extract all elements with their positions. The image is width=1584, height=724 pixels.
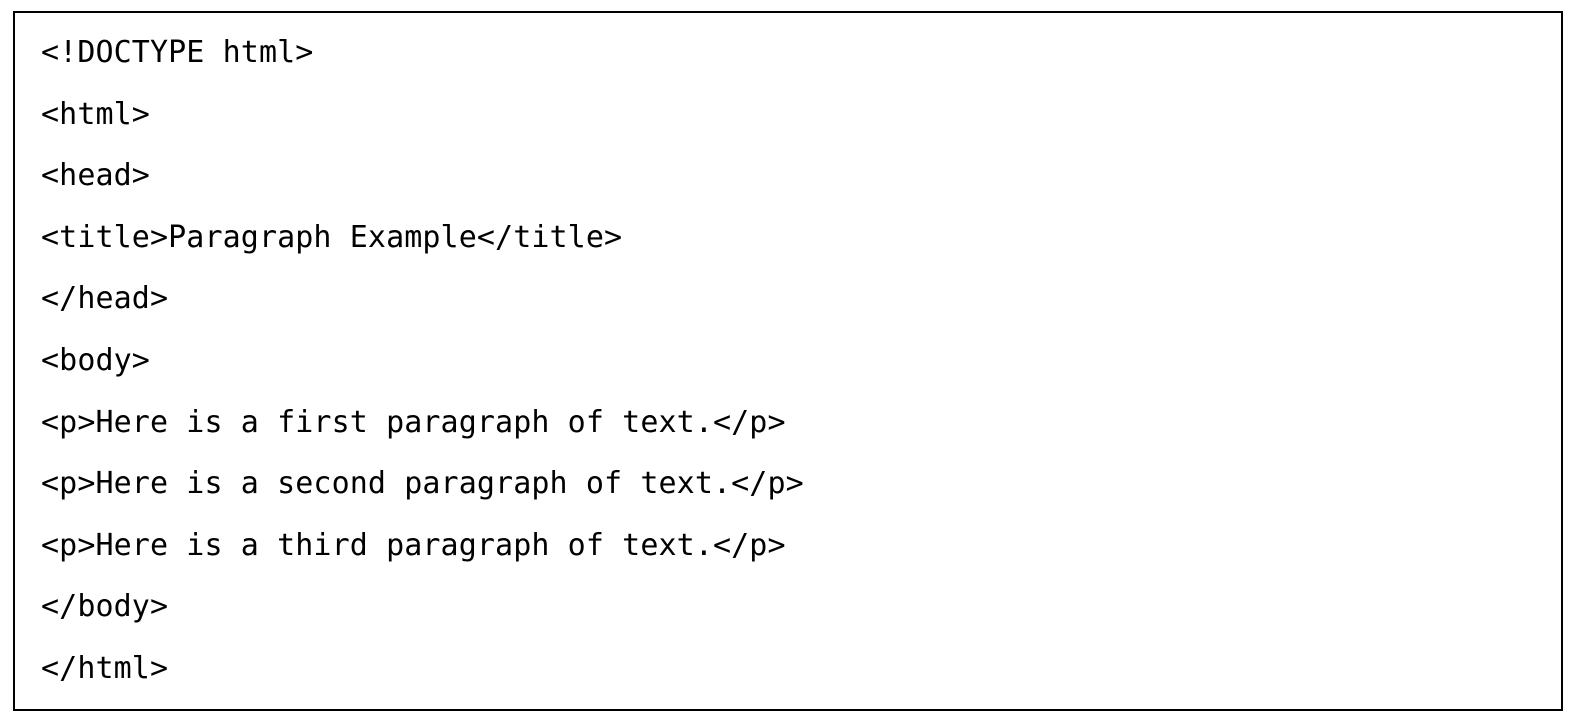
code-line-body-close: </body> xyxy=(41,589,169,625)
code-line-title: <title>Paragraph Example</title> xyxy=(41,219,623,255)
code-line-body-open: <body> xyxy=(41,342,150,378)
code-line-html-open: <html> xyxy=(41,96,150,132)
code-line-head-open: <head> xyxy=(41,158,150,194)
code-line-head-close: </head> xyxy=(41,281,169,317)
code-line-paragraph-3: <p>Here is a third paragraph of text.</p… xyxy=(41,527,786,563)
code-line-doctype: <!DOCTYPE html> xyxy=(41,35,314,70)
code-line-html-close: </html> xyxy=(41,650,169,686)
code-line-paragraph-2: <p>Here is a second paragraph of text.</… xyxy=(41,466,804,502)
code-block: <!DOCTYPE html> <html> <head> <title>Par… xyxy=(13,11,1563,711)
code-line-paragraph-1: <p>Here is a first paragraph of text.</p… xyxy=(41,404,786,440)
code-lines: <!DOCTYPE html> <html> <head> <title>Par… xyxy=(41,33,804,711)
